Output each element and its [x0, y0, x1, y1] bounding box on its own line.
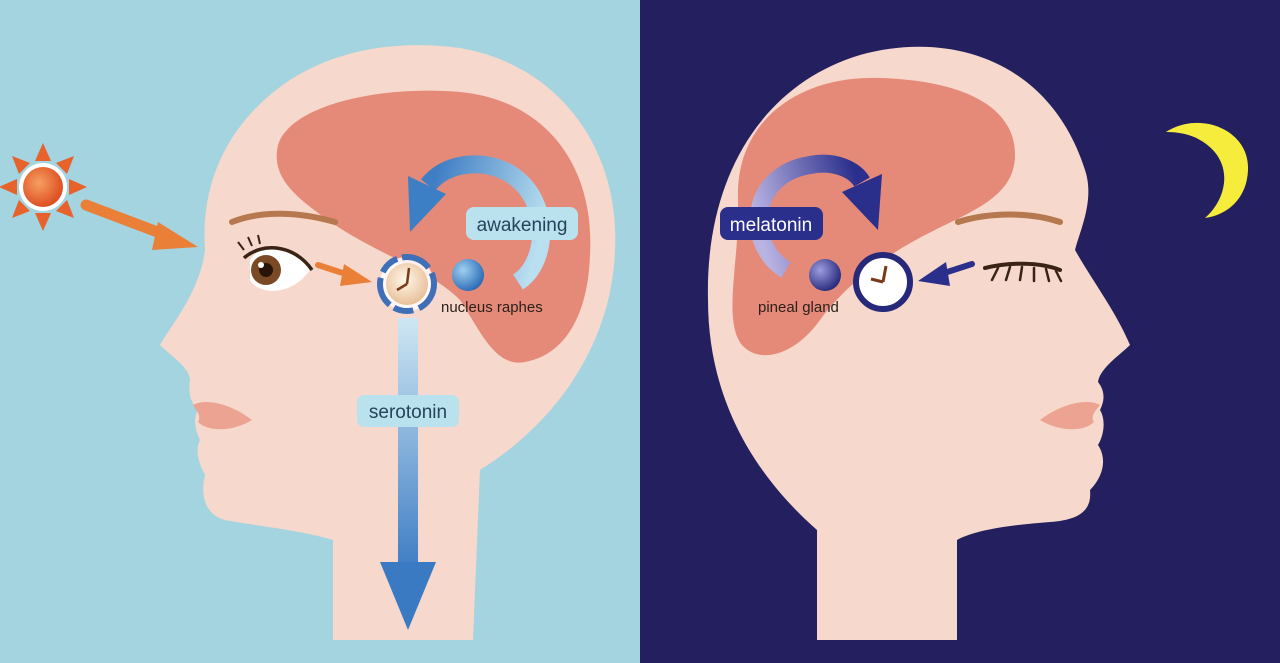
night-lips: [1040, 401, 1100, 430]
awakening-label: awakening: [477, 215, 568, 236]
sun-icon: [0, 143, 87, 231]
night-clock-icon: [853, 252, 913, 312]
awakening-arrow: [408, 155, 551, 290]
day-eyebrow: [229, 210, 338, 225]
moon-icon: [1166, 122, 1249, 218]
serotonin-label-box: [357, 395, 459, 427]
darkness-signal-arrow: [918, 261, 975, 286]
awakening-label-box: [466, 207, 578, 240]
day-clock-icon: [377, 254, 437, 314]
day-lips: [193, 401, 252, 430]
pineal-gland-label: pineal gland: [758, 299, 839, 316]
serotonin-label: serotonin: [369, 402, 447, 423]
closed-eye-icon: [983, 261, 1063, 283]
day-brain: [276, 90, 591, 363]
night-eyebrow: [955, 211, 1063, 225]
night-panel: melatonin pineal gland: [707, 46, 1249, 640]
melatonin-label-box: [720, 207, 823, 240]
pineal-gland-ball: [809, 259, 841, 291]
melatonin-label: melatonin: [730, 215, 812, 236]
sunlight-arrow: [80, 199, 198, 250]
open-eye-icon: [237, 234, 314, 291]
melatonin-arrow: [749, 154, 882, 278]
nucleus-raphes-ball: [452, 259, 484, 291]
nucleus-raphes-label: nucleus raphes: [441, 299, 543, 316]
serotonin-arrow: [380, 318, 436, 630]
day-panel: awakening nucleus raphes serotonin: [0, 45, 616, 640]
light-signal-arrow: [315, 262, 372, 286]
